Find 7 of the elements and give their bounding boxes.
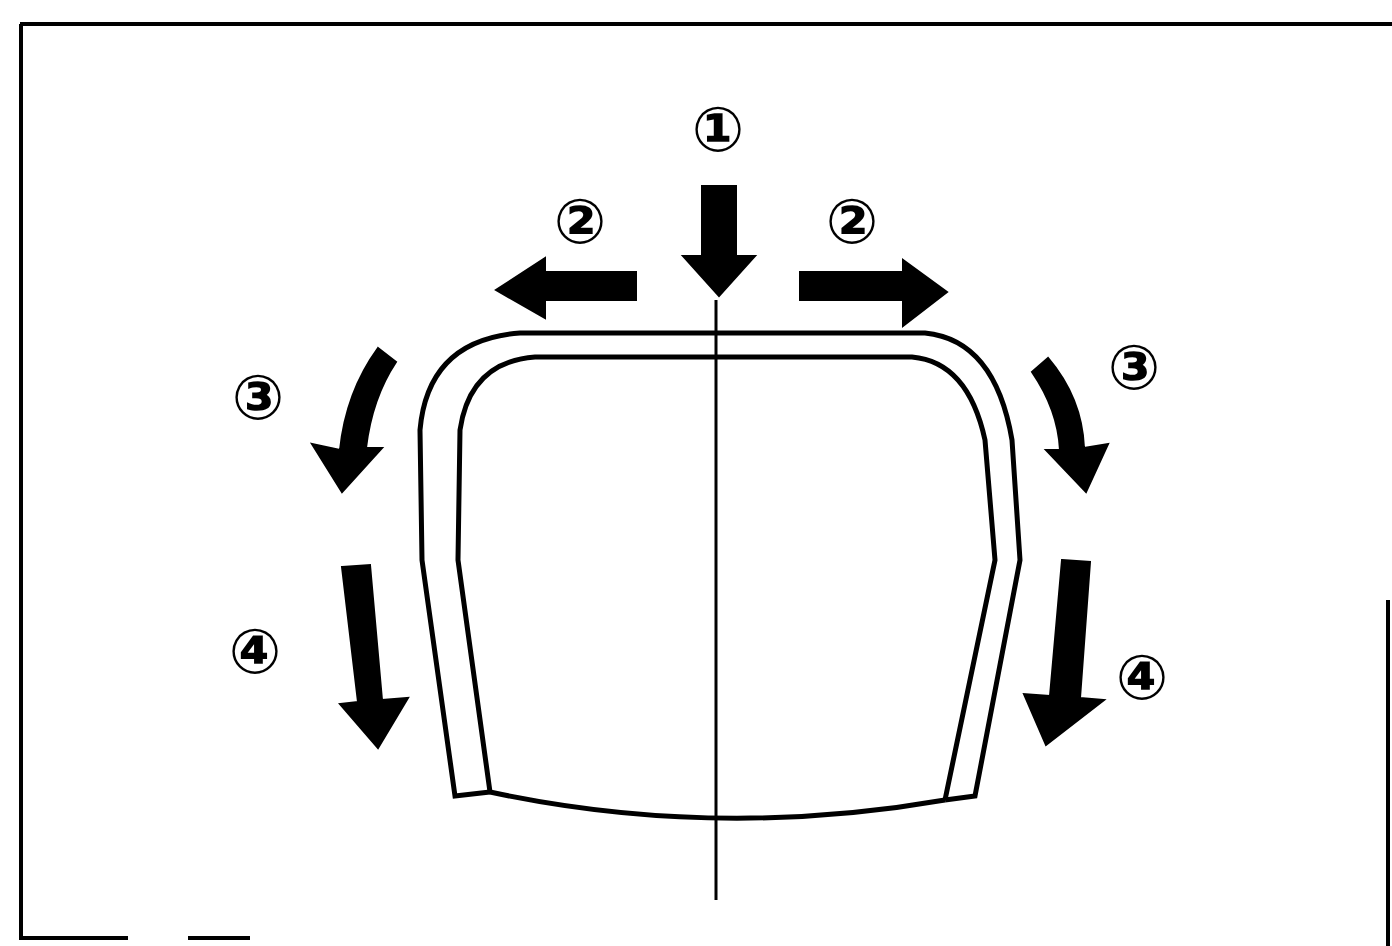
callout-number: ④ — [1115, 647, 1169, 709]
callout-number: ③ — [1107, 337, 1161, 399]
callout-number: ① — [691, 99, 745, 161]
callout-number: ④ — [228, 621, 282, 683]
callout-number: ② — [553, 191, 607, 253]
callout-number: ③ — [231, 367, 285, 429]
callout-number: ② — [825, 191, 879, 253]
